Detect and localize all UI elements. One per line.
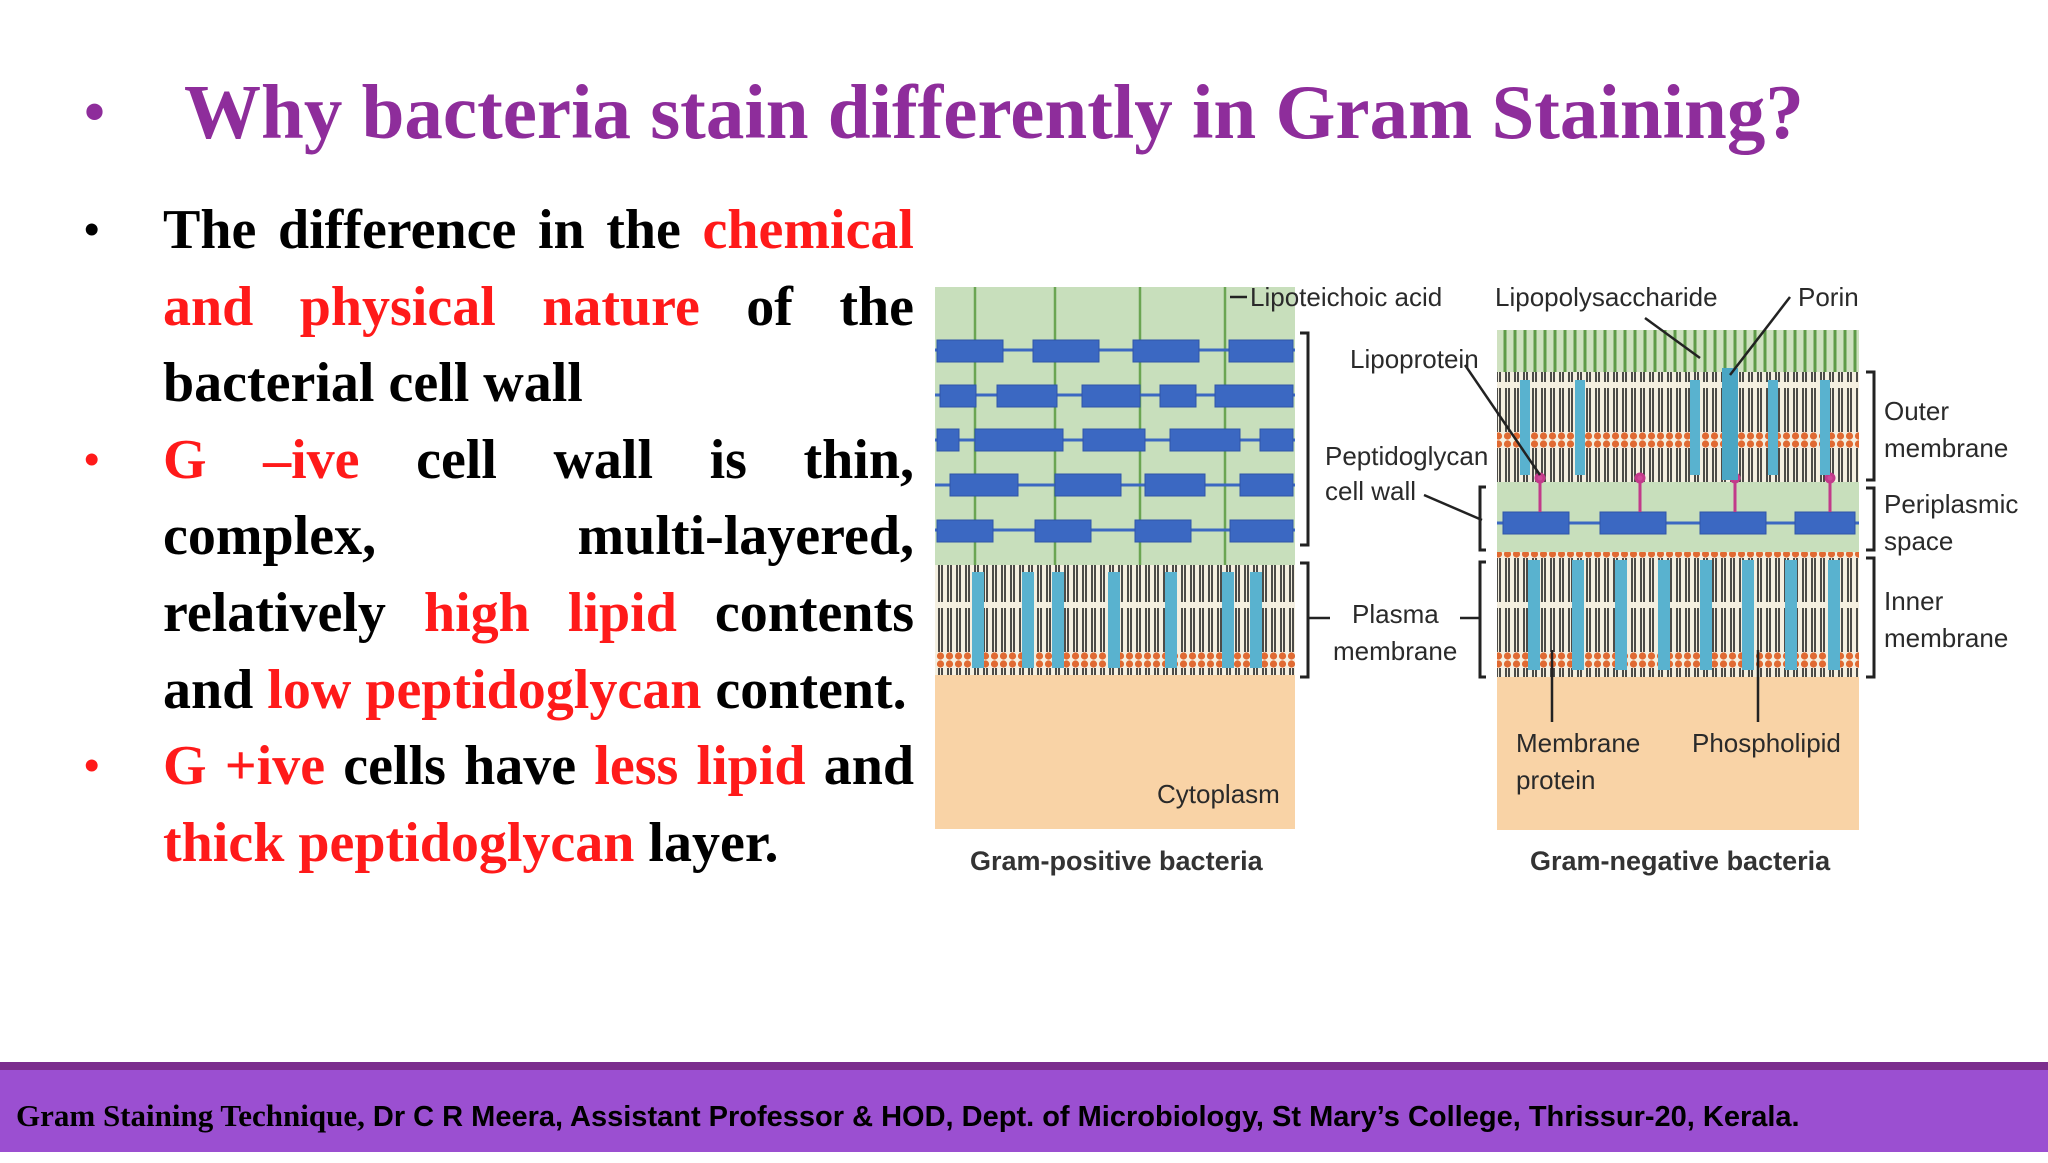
bullet-2-gram-negative: G –ive xyxy=(163,428,360,491)
title-text: Why bacteria stain differently in Gram S… xyxy=(184,69,1804,155)
gram-negative-panel xyxy=(1497,330,1859,830)
lipoteichoic-acid-strands xyxy=(973,287,1227,565)
label-periplasmic-line1: Periplasmic xyxy=(1884,489,2018,519)
bullet-3-thick-peptidoglycan: thick peptidoglycan xyxy=(163,811,635,874)
label-lipoteichoic-acid: Lipoteichoic acid xyxy=(1250,282,1442,312)
bullet-2-low-peptidoglycan: low peptidoglycan xyxy=(267,658,702,721)
bullet-dot-1: • xyxy=(84,205,100,254)
gram-positive-panel xyxy=(935,287,1295,829)
bullet-3-text-c: layer. xyxy=(634,811,779,874)
bullet-dot-3: • xyxy=(84,741,100,791)
bullet-2-text-c: content. xyxy=(701,658,907,721)
label-periplasmic-line2: space xyxy=(1884,526,1953,556)
porin-channel xyxy=(1722,368,1738,480)
footer-bar: Gram Staining Technique, Dr C R Meera, A… xyxy=(0,1070,2048,1152)
label-cytoplasm: Cytoplasm xyxy=(1157,779,1280,809)
label-lipoprotein: Lipoprotein xyxy=(1350,344,1479,374)
label-peptidoglycan-line1: Peptidoglycan xyxy=(1325,441,1488,471)
label-porin: Porin xyxy=(1798,282,1859,312)
label-outer-line1: Outer xyxy=(1884,396,1949,426)
bullet-2-high-lipid: high lipid xyxy=(423,581,677,644)
bullet-2-text-a: cell wall is thin, complex, multi-layere… xyxy=(163,428,914,644)
gp-peptidoglycan-bracket xyxy=(1300,331,1310,547)
label-inner-line2: membrane xyxy=(1884,623,2008,653)
label-peptidoglycan-line2: cell wall xyxy=(1325,476,1416,506)
slide-title: • Why bacteria stain differently in Gram … xyxy=(84,62,1984,162)
bullet-dot-2: • xyxy=(84,434,100,484)
caption-gram-positive: Gram-positive bacteria xyxy=(970,846,1264,876)
thin-peptidoglycan-layer xyxy=(1497,511,1859,535)
title-bullet: • xyxy=(84,79,106,145)
gn-inner-left-bracket xyxy=(1478,560,1486,679)
gp-plasma-membrane-bracket xyxy=(1300,561,1310,679)
gram-negative-membrane-proteins xyxy=(1520,368,1840,670)
label-membrane-protein-line1: Membrane xyxy=(1516,728,1640,758)
label-lipopolysaccharide: Lipopolysaccharide xyxy=(1495,282,1718,312)
periplasmic-bracket xyxy=(1866,486,1876,552)
bullet-1-text-b: of the bacterial cell wall xyxy=(163,275,914,415)
diagram-labels: Lipoteichoic acid Lipopolysaccharide Por… xyxy=(970,282,2018,876)
bullet-item-3: • G +ive cells have less lipid and thick… xyxy=(84,728,914,881)
peptidoglycan-layers xyxy=(935,339,1295,543)
lipopolysaccharide-layer xyxy=(1497,330,1859,375)
bullet-item-1: • The difference in the chemical and phy… xyxy=(84,192,914,422)
outer-membrane-bilayer xyxy=(1497,372,1859,482)
bullet-item-2: • G –ive cell wall is thin, complex, mul… xyxy=(84,422,914,728)
bullet-1-text-a: The difference in the xyxy=(163,199,703,261)
diagram-leader-lines xyxy=(1230,295,1791,722)
label-inner-line1: Inner xyxy=(1884,586,1944,616)
footer-divider xyxy=(0,1062,2048,1070)
gram-positive-peptidoglycan-region xyxy=(935,287,1295,565)
label-phospholipid: Phospholipid xyxy=(1692,728,1841,758)
bullet-3-gram-positive: G +ive xyxy=(163,735,326,798)
caption-gram-negative: Gram-negative bacteria xyxy=(1530,846,1831,876)
inner-membrane-bilayer xyxy=(1497,552,1859,677)
footer-course-title: Gram Staining Technique, xyxy=(16,1098,365,1133)
label-membrane-protein-line2: protein xyxy=(1516,765,1596,795)
label-outer-line2: membrane xyxy=(1884,433,2008,463)
inner-membrane-bracket xyxy=(1866,556,1876,679)
bullet-2-text-b: contents and xyxy=(163,581,915,721)
bullet-3-text-b: and xyxy=(805,735,914,798)
bullet-list: • The difference in the chemical and phy… xyxy=(84,192,914,881)
bullet-1-emphasis: chemical and physical nature xyxy=(163,199,914,338)
footer-credits: Dr C R Meera, Assistant Professor & HOD,… xyxy=(364,1101,1800,1133)
cell-wall-diagram: Lipoteichoic acid Lipopolysaccharide Por… xyxy=(935,282,2018,876)
outer-membrane-bracket xyxy=(1866,370,1876,482)
label-plasma-line1: Plasma xyxy=(1352,599,1439,629)
gram-positive-membrane-proteins xyxy=(972,572,1262,668)
bullet-3-text-a: cells have xyxy=(325,735,595,798)
label-plasma-line2: membrane xyxy=(1333,636,1457,666)
bullet-3-less-lipid: less lipid xyxy=(594,735,806,798)
